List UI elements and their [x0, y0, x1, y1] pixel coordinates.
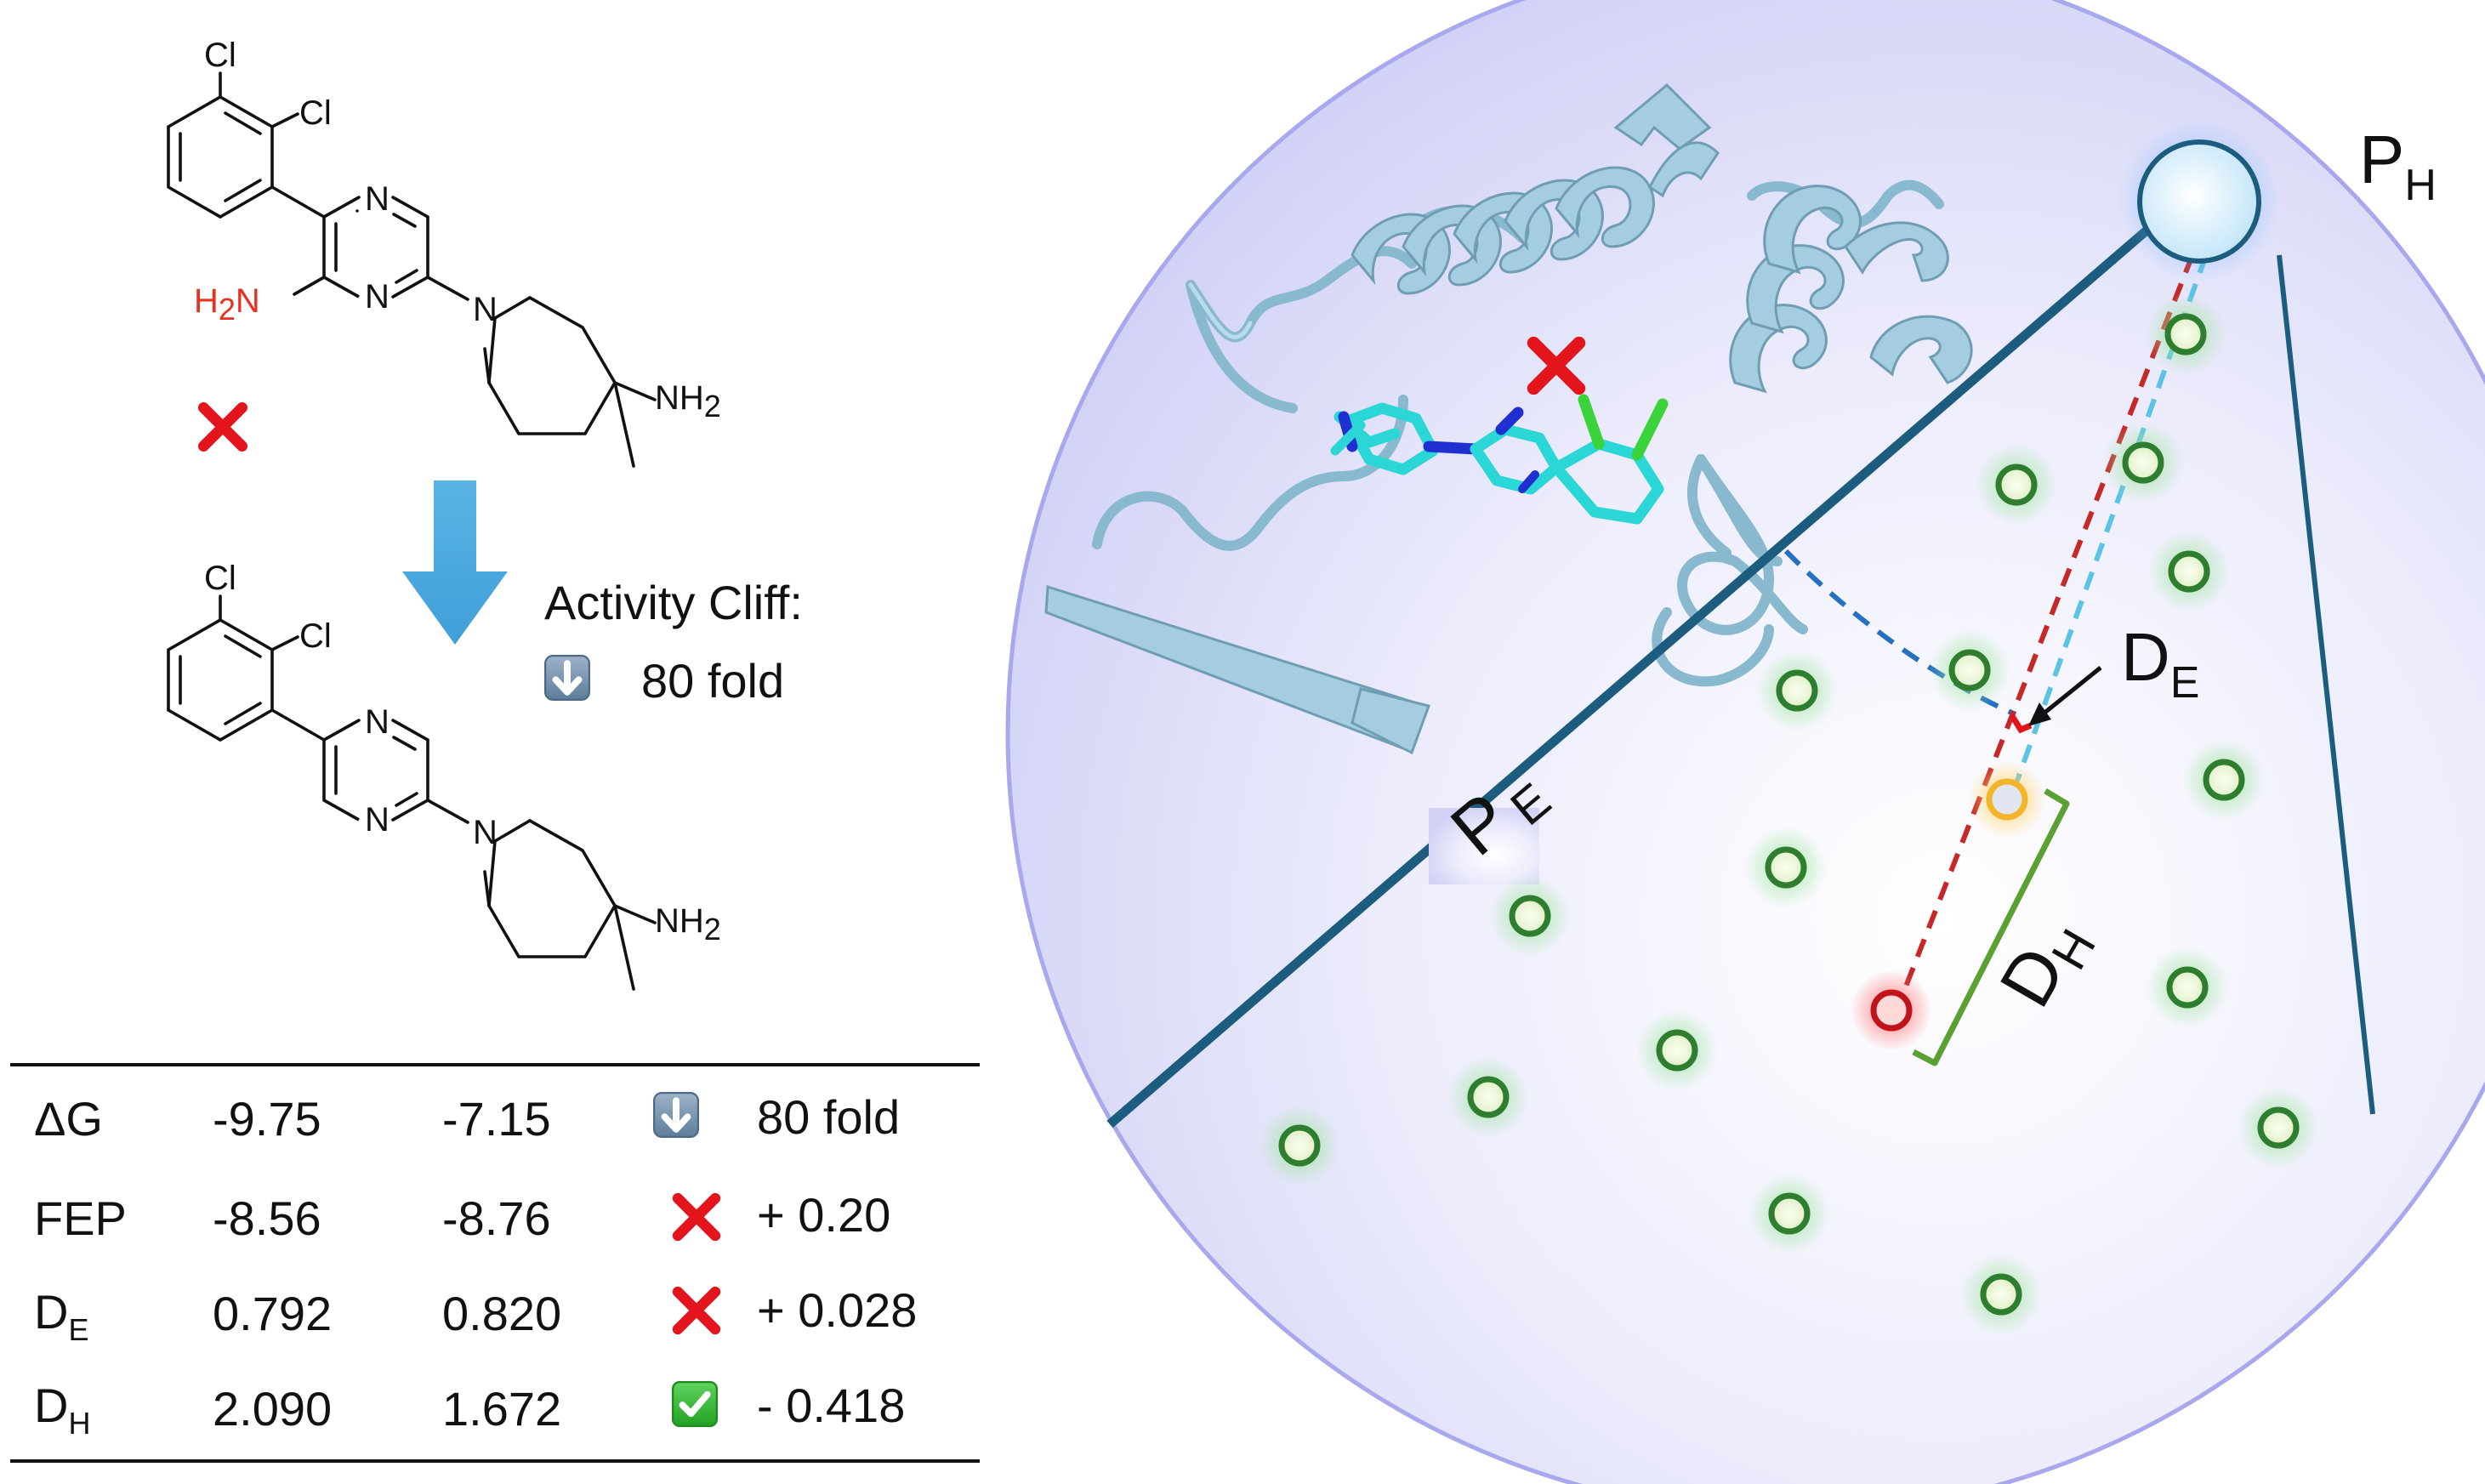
- row-value-2: -8.76: [442, 1191, 551, 1245]
- red-point: [1851, 969, 1932, 1051]
- molecule-bottom-atoms: Cl Cl N N N NH2: [204, 560, 721, 947]
- activity-cliff-title: Activity Cliff:: [544, 576, 803, 629]
- row-label: ΔG: [34, 1092, 103, 1146]
- de-label: DE: [2121, 619, 2199, 708]
- atom-h2n: H2N: [194, 282, 260, 327]
- green-point: [1976, 444, 2057, 526]
- green-point: [2148, 531, 2230, 612]
- green-point: [1636, 1009, 1718, 1091]
- cross-icon: [203, 407, 242, 446]
- atom-n-2: N: [365, 278, 390, 316]
- result-table: ΔG -9.75 -7.15 80 fold FEP -8.56 -8.76 +…: [10, 1063, 980, 1463]
- molecule-top-bonds: [167, 71, 657, 468]
- de-pointer-arrow-icon: [2028, 666, 2102, 726]
- row-value-2: 0.820: [442, 1287, 561, 1340]
- row-value-2: -7.15: [442, 1092, 551, 1146]
- ligand-sticks: [1330, 394, 1669, 525]
- atom-n-1: N: [365, 703, 390, 741]
- green-point: [1489, 875, 1571, 957]
- molecule-bottom-bonds: [167, 594, 657, 991]
- row-value-1: -9.75: [213, 1092, 321, 1146]
- atom-n-2: N: [365, 801, 390, 839]
- green-point: [1756, 650, 1838, 731]
- green-point: [1745, 827, 1827, 908]
- protein-structure: [1044, 82, 1973, 755]
- hypersphere: [1005, 0, 2485, 1484]
- molecule-top: Cl Cl N N N H2N NH2: [167, 37, 721, 468]
- check-icon: [673, 1382, 717, 1426]
- ph-pole-bubble: [2118, 121, 2280, 282]
- cross-icon: [678, 1198, 715, 1236]
- row-label: DE: [34, 1285, 88, 1347]
- atom-cl-2: Cl: [299, 94, 332, 132]
- green-point: [1259, 1105, 1340, 1186]
- green-point: [2238, 1087, 2319, 1168]
- molecule-top-atoms: Cl Cl N N N H2N NH2: [194, 37, 721, 424]
- table-row: FEP -8.56 -8.76 + 0.20: [34, 1188, 890, 1245]
- green-point: [2145, 293, 2226, 375]
- atom-nh2: NH2: [655, 379, 721, 424]
- row-value-1: -8.56: [213, 1191, 321, 1245]
- sphere-panel: PH PE DE DH: [1005, 0, 2485, 1484]
- green-point: [1749, 1173, 1830, 1254]
- table-row: ΔG -9.75 -7.15 80 fold: [34, 1090, 900, 1146]
- transformation-arrow-icon: [402, 480, 508, 645]
- row-result: - 0.418: [757, 1379, 905, 1432]
- row-result: 80 fold: [757, 1090, 900, 1144]
- atom-cl-2: Cl: [299, 617, 332, 655]
- molecule-bottom: Cl Cl N N N NH2: [167, 560, 721, 991]
- row-label: DH: [34, 1379, 90, 1441]
- atom-cl-1: Cl: [204, 37, 236, 74]
- green-point: [2183, 739, 2265, 821]
- atom-cl-1: Cl: [204, 560, 236, 597]
- distance-red-line: [1894, 253, 2195, 1012]
- atom-n-1: N: [365, 180, 390, 218]
- atom-n-3: N: [473, 814, 498, 851]
- atom-n-3: N: [473, 291, 498, 328]
- row-result: + 0.20: [757, 1188, 890, 1242]
- row-label: FEP: [34, 1191, 127, 1245]
- dh-bracket: [1912, 787, 2070, 1066]
- plane-e-line: [1106, 200, 2181, 1129]
- row-value-2: 1.672: [442, 1382, 561, 1436]
- atom-nh2: NH2: [655, 902, 721, 947]
- green-point: [1447, 1056, 1529, 1138]
- cross-icon: [678, 1292, 715, 1329]
- down-arrow-icon: [654, 1093, 698, 1137]
- green-point: [1929, 629, 2010, 711]
- row-result: + 0.028: [757, 1283, 917, 1337]
- ph-label: PH: [2359, 122, 2437, 210]
- down-arrow-icon: [545, 656, 589, 700]
- table-row: DE 0.792 0.820 + 0.028: [34, 1283, 917, 1347]
- de-bracket: [2010, 714, 2033, 734]
- activity-cliff-fold: 80 fold: [641, 654, 784, 708]
- yellow-point: [1968, 760, 2046, 839]
- plane-h-line: [2277, 254, 2375, 1115]
- green-point: [2102, 422, 2184, 503]
- row-value-1: 2.090: [213, 1382, 332, 1436]
- green-point: [2147, 947, 2228, 1028]
- table-row: DH 2.090 1.672 - 0.418: [34, 1379, 905, 1441]
- green-point: [1960, 1254, 2042, 1335]
- row-value-1: 0.792: [213, 1287, 332, 1340]
- plane-label-backdrop: [1429, 808, 1539, 884]
